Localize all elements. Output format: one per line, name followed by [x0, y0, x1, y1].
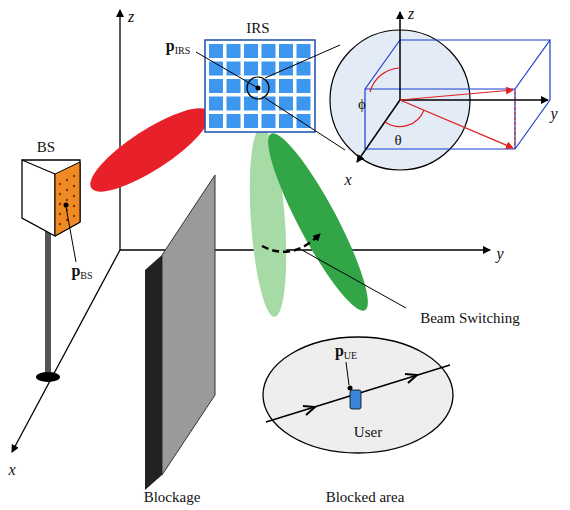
blocked-area: Blocked area pUE User	[255, 330, 460, 506]
node-label: IRS	[246, 21, 269, 36]
node-label: User	[354, 425, 382, 440]
blockage-wall: Blockage	[130, 170, 230, 508]
user-device: pUE User	[320, 340, 400, 440]
base-station: BS pBS	[10, 135, 100, 285]
node-label: Blockage	[144, 490, 201, 505]
axis-label: x	[344, 172, 351, 188]
axis-label: z	[128, 9, 134, 25]
position-label: pUE	[335, 343, 357, 361]
irs-node: IRS pIRS	[150, 15, 320, 140]
angle-label: ϕ	[358, 97, 366, 112]
position-label: pIRS	[164, 38, 192, 56]
angle-label: θ	[394, 133, 401, 148]
position-label: pBS	[69, 263, 94, 281]
node-label: Blocked area	[326, 490, 405, 505]
axis-label: y	[496, 246, 503, 262]
callout-label: Beam Switching	[418, 311, 522, 326]
node-label: BS	[37, 140, 55, 155]
axis-label: y	[550, 106, 557, 122]
axis-label: x	[8, 462, 15, 478]
axis-label: z	[408, 6, 414, 22]
